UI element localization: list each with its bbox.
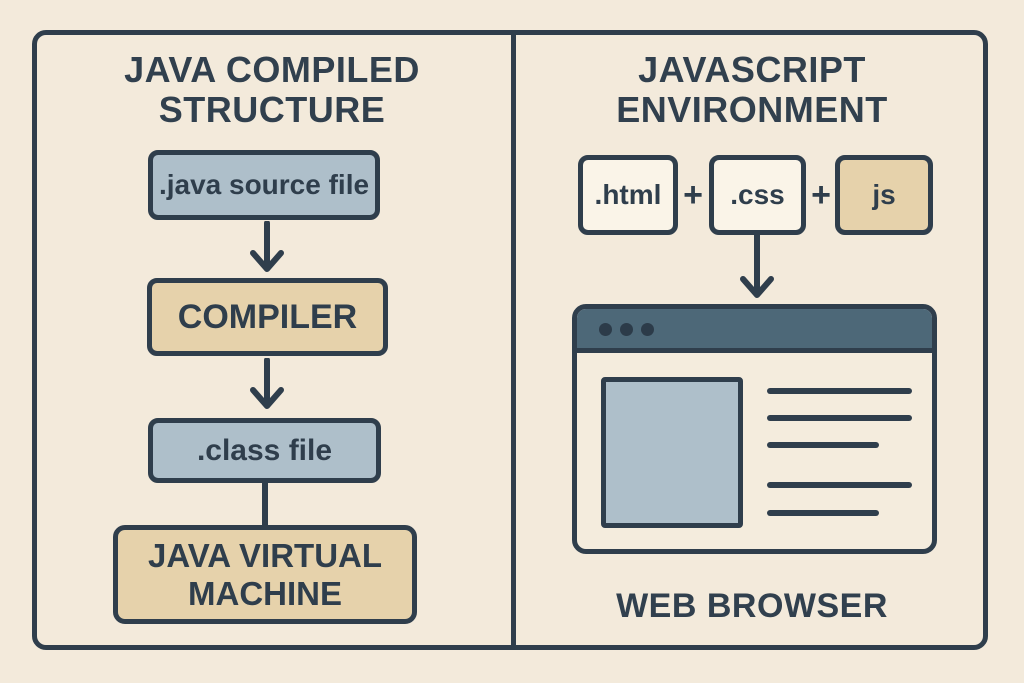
jvm-box: JAVA VIRTUAL MACHINE (113, 525, 417, 624)
js-file-label: js (872, 179, 896, 210)
javascript-title-line1: JAVASCRIPT (638, 49, 866, 90)
browser-dot (641, 323, 654, 336)
plus-label: + (683, 176, 703, 214)
java-title-line1: JAVA COMPILED (124, 49, 420, 90)
browser-title-bar (577, 309, 932, 353)
connector-line (262, 483, 268, 525)
js-file-box: js (835, 155, 933, 235)
javascript-title-line2: ENVIRONMENT (616, 89, 888, 130)
css-file-box: .css (709, 155, 806, 235)
jvm-label: JAVA VIRTUAL MACHINE (147, 536, 383, 612)
html-file-box: .html (578, 155, 678, 235)
web-browser-text: WEB BROWSER (616, 587, 888, 625)
text-line-placeholder (767, 388, 912, 394)
javascript-panel-title: JAVASCRIPT ENVIRONMENT (532, 50, 972, 130)
arrow-down-icon (250, 221, 284, 272)
java-title-line2: STRUCTURE (158, 89, 386, 130)
text-line-placeholder (767, 415, 912, 421)
plus-sign: + (805, 176, 837, 215)
html-file-label: .html (594, 179, 662, 210)
css-file-label: .css (730, 179, 785, 210)
browser-window (572, 304, 937, 554)
text-line-placeholder (767, 442, 879, 448)
java-panel-title: JAVA COMPILED STRUCTURE (52, 50, 492, 130)
web-browser-label: WEB BROWSER (532, 586, 972, 626)
image-placeholder (601, 377, 743, 528)
text-line-placeholder (767, 510, 879, 516)
arrow-down-icon (250, 358, 284, 409)
java-source-file-box: .java source file (148, 150, 380, 220)
text-line-placeholder (767, 482, 912, 488)
outer-frame (32, 30, 988, 650)
class-file-box: .class file (148, 418, 381, 483)
plus-label: + (811, 176, 831, 214)
compiler-label: COMPILER (177, 297, 358, 336)
class-file-label: .class file (196, 433, 333, 467)
compiler-box: COMPILER (147, 278, 388, 356)
arrow-down-icon (740, 235, 774, 298)
java-source-file-label: .java source file (158, 169, 370, 200)
browser-dot (620, 323, 633, 336)
panel-divider (511, 30, 516, 650)
browser-dot (599, 323, 612, 336)
plus-sign: + (677, 176, 709, 215)
